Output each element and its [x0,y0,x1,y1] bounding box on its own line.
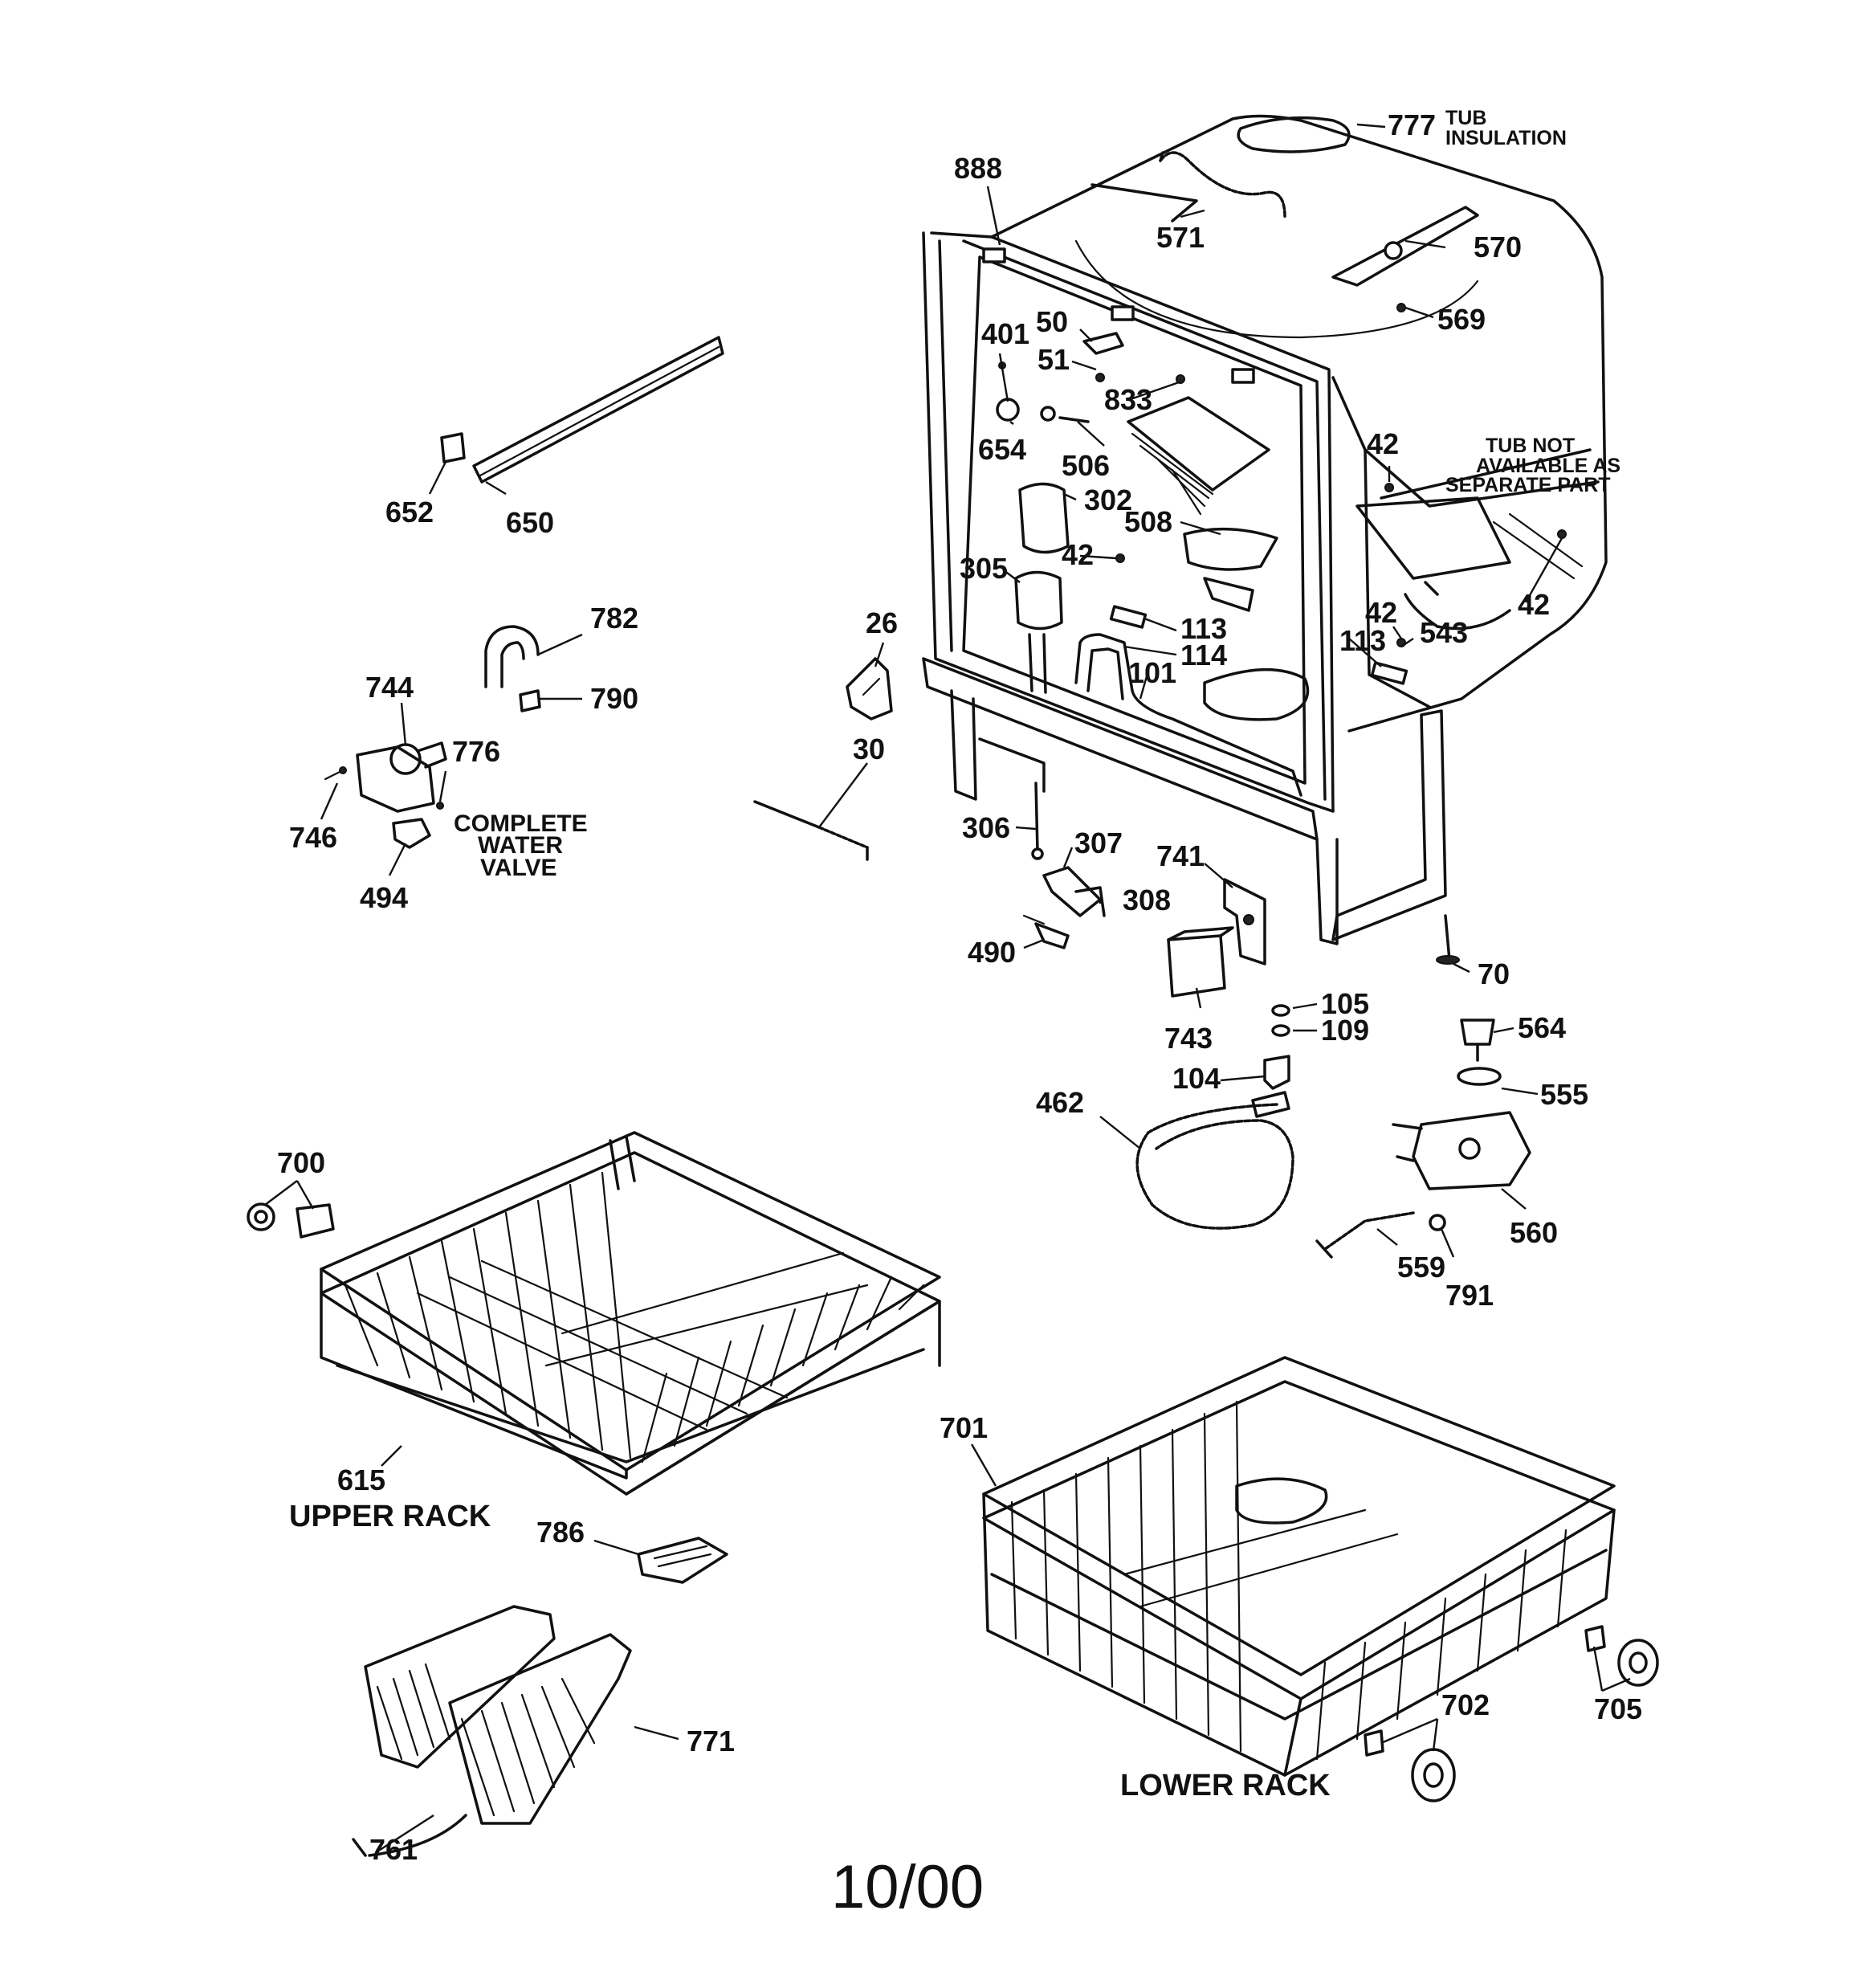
leader-lines [264,123,1631,1853]
silverware-baskets [352,1605,632,1857]
label-746: 746 [289,821,337,854]
label-105: 105 [1321,987,1369,1020]
label-791: 791 [1445,1279,1494,1312]
label-42b: 42 [1367,427,1399,460]
label-51: 51 [1037,343,1070,376]
label-42d: 42 [1365,596,1397,629]
label-114: 114 [1180,639,1227,672]
lower-rack [982,1356,1616,1777]
label-741: 741 [1156,839,1205,872]
label-508: 508 [1124,505,1172,538]
note-tub-insulation-2: INSULATION [1445,127,1567,149]
label-113a: 113 [1180,612,1227,645]
label-564: 564 [1518,1011,1566,1044]
label-744: 744 [365,671,414,704]
label-30: 30 [853,733,885,765]
note-complete-water-valve-3: VALVE [480,855,557,881]
label-494: 494 [360,881,408,914]
label-26: 26 [866,606,898,639]
label-650: 650 [506,506,554,539]
label-761: 761 [369,1833,418,1866]
label-654: 654 [978,433,1026,466]
label-401: 401 [981,317,1029,350]
label-652: 652 [385,496,434,529]
label-702: 702 [1441,1688,1490,1721]
label-302: 302 [1084,484,1132,516]
label-705: 705 [1594,1692,1642,1725]
note-tub-insulation-1: TUB [1445,107,1486,129]
label-700: 700 [277,1146,325,1179]
label-543: 543 [1420,616,1468,649]
cup-shelf-clip [637,1537,728,1584]
label-101: 101 [1128,656,1176,689]
label-701: 701 [940,1411,988,1444]
label-109: 109 [1321,1014,1369,1047]
label-777: 777 [1388,108,1436,141]
upper-rack-adjuster [247,1202,335,1239]
label-308: 308 [1123,884,1171,916]
date-code: 10/00 [831,1853,984,1921]
label-306: 306 [962,811,1010,844]
label-771: 771 [687,1725,735,1757]
label-776: 776 [452,735,500,768]
label-782: 782 [590,602,638,635]
rack-wheels [1364,1625,1659,1802]
label-50: 50 [1036,305,1068,338]
label-615: 615 [337,1463,385,1496]
left-top-parts [324,336,724,849]
label-506: 506 [1062,449,1110,482]
label-42a: 42 [1062,538,1094,571]
label-305: 305 [960,552,1008,585]
label-571: 571 [1156,221,1205,254]
label-888: 888 [954,152,1002,185]
label-786: 786 [536,1516,585,1549]
label-307: 307 [1074,827,1123,859]
note-complete-water-valve-1: COMPLETE [454,810,588,837]
label-560: 560 [1510,1216,1558,1249]
label-42c: 42 [1518,588,1550,621]
lower-tub-parts [753,657,1531,1259]
label-569: 569 [1437,303,1486,336]
note-tub-not-available-3: SEPARATE PART [1445,474,1611,496]
note-tub-not-available-1: TUB NOT [1486,435,1575,457]
caption-upper-rack: UPPER RACK [289,1500,491,1533]
label-570: 570 [1474,231,1522,263]
label-833: 833 [1104,383,1152,416]
part-labels: 777 TUB INSULATION 888 571 570 569 401 5… [277,107,1642,1921]
label-743: 743 [1164,1022,1213,1055]
note-tub-not-available-2: AVAILABLE AS [1476,455,1620,477]
label-790: 790 [590,682,638,715]
note-complete-water-valve-2: WATER [478,832,563,859]
caption-lower-rack: LOWER RACK [1120,1769,1331,1802]
upper-rack [320,1131,941,1496]
label-490: 490 [968,936,1016,969]
label-113b: 113 [1339,624,1386,657]
label-70: 70 [1478,957,1510,990]
label-104: 104 [1172,1062,1221,1095]
label-555: 555 [1540,1078,1588,1111]
label-462: 462 [1036,1086,1084,1119]
tub-assembly [922,114,1608,945]
label-559: 559 [1397,1251,1445,1284]
